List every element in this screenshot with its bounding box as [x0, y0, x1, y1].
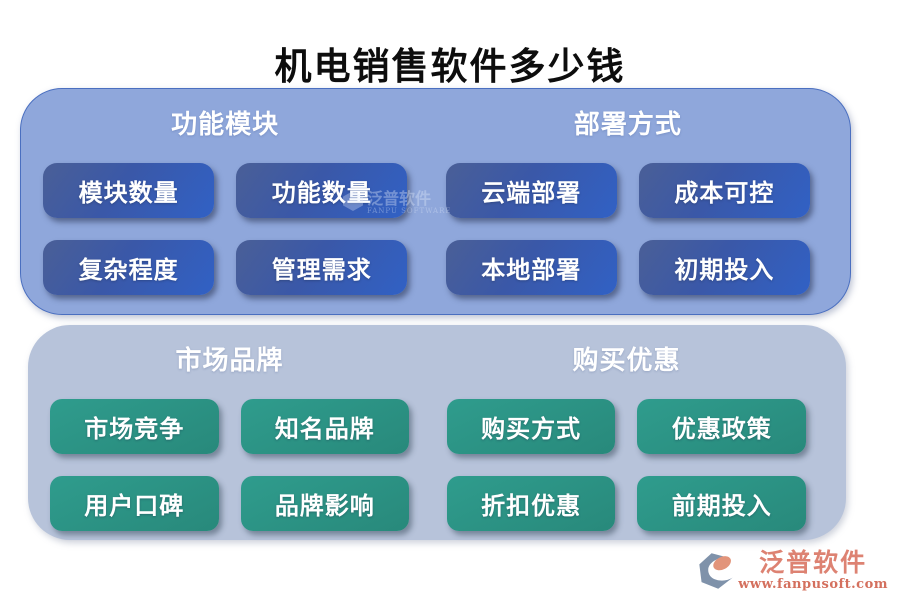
group-purchase-discount: 购买优惠 购买方式 优惠政策 折扣优惠 前期投入	[446, 341, 806, 540]
chip-cloud-deployment[interactable]: 云端部署	[445, 163, 617, 218]
group-header-purchase-discount: 购买优惠	[572, 346, 681, 376]
group-header-market-brand: 市场品牌	[175, 346, 284, 376]
chip-famous-brand[interactable]: 知名品牌	[240, 399, 410, 454]
chip-market-competition[interactable]: 市场竞争	[50, 399, 219, 454]
chip-management-needs[interactable]: 管理需求	[236, 240, 408, 295]
group-market-brand: 市场品牌 市场竞争 知名品牌 用户口碑 品牌影响	[50, 341, 410, 540]
chip-module-count[interactable]: 模块数量	[43, 163, 215, 218]
chip-feature-count[interactable]: 功能数量	[236, 163, 408, 218]
panel-function-deployment: 功能模块 模块数量 功能数量 复杂程度 管理需求 部署方式 云端部署 成本可控 …	[20, 88, 851, 315]
chip-cost-control[interactable]: 成本可控	[638, 163, 810, 218]
chip-brand-influence[interactable]: 品牌影响	[240, 476, 410, 531]
chip-discount-offer[interactable]: 折扣优惠	[446, 476, 616, 531]
fanpu-logo-icon	[699, 553, 733, 589]
fanpu-logo-url[interactable]: www.fanpusoft.com	[738, 577, 888, 592]
chip-user-reputation[interactable]: 用户口碑	[50, 476, 219, 531]
group-header-function-modules: 功能模块	[171, 110, 280, 140]
chip-discount-policy[interactable]: 优惠政策	[637, 399, 806, 454]
page-title: 机电销售软件多少钱	[274, 44, 626, 88]
group-deployment-method: 部署方式 云端部署 成本可控 本地部署 初期投入	[445, 105, 810, 314]
chip-complexity[interactable]: 复杂程度	[43, 240, 215, 295]
group-function-modules: 功能模块 模块数量 功能数量 复杂程度 管理需求	[43, 105, 408, 314]
chip-initial-investment[interactable]: 初期投入	[638, 240, 810, 295]
chip-local-deployment[interactable]: 本地部署	[445, 240, 617, 295]
chip-upfront-investment[interactable]: 前期投入	[637, 476, 806, 531]
fanpu-logo-name: 泛普软件	[759, 548, 868, 577]
fanpu-logo: 泛普软件 www.fanpusoft.com	[696, 549, 888, 592]
panel-market-purchase: 市场品牌 市场竞争 知名品牌 用户口碑 品牌影响 购买优惠 购买方式 优惠政策 …	[28, 325, 846, 540]
group-header-deployment-method: 部署方式	[573, 110, 682, 140]
chip-purchase-method[interactable]: 购买方式	[446, 399, 616, 454]
